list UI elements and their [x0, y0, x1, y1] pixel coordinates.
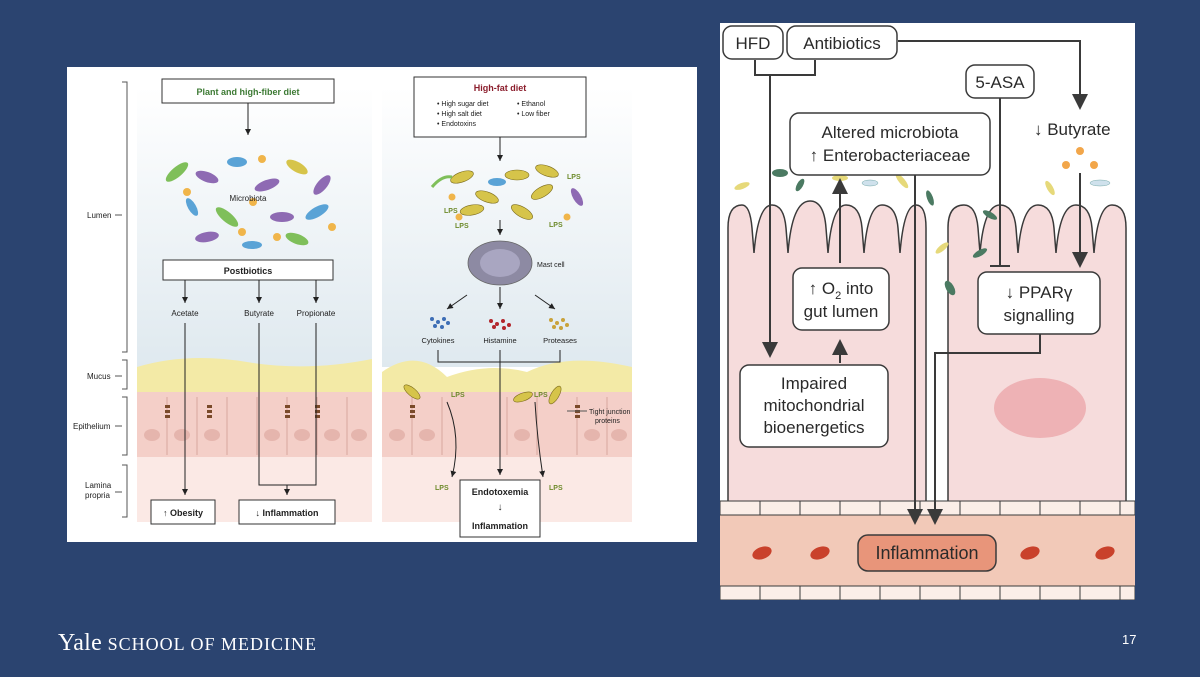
- hfd-label: HFD: [736, 34, 771, 53]
- epithelium-nuclei: [144, 429, 627, 441]
- ppar-line1: ↓ PPARγ: [1006, 283, 1073, 302]
- postbiotics-box: [162, 259, 334, 281]
- obesity-label: ↑ Obesity: [163, 508, 203, 518]
- mediator-merge-bracket: [437, 350, 561, 363]
- histamine-label: Histamine: [483, 336, 516, 345]
- epithelial-cell-right: [947, 204, 1127, 506]
- inflammation-down-label: ↓ Inflammation: [255, 508, 318, 518]
- altered-microbiota-box: [789, 112, 991, 176]
- o2-line1: ↑ O2 into: [809, 279, 874, 302]
- cell-nucleus: [994, 378, 1086, 438]
- hfd-box: [722, 25, 784, 60]
- diet-item-low-fiber: • Low fiber: [517, 111, 550, 118]
- o2-line2: gut lumen: [804, 302, 879, 321]
- mastcell-arrows: [446, 287, 556, 310]
- mucus-layer-right: [382, 360, 632, 392]
- ppar-box: [977, 271, 1101, 335]
- inflammation-up-label: Inflammation: [472, 521, 528, 531]
- scfa-arrows: [182, 323, 317, 495]
- slide-number: 17: [1122, 632, 1137, 647]
- inflammation-label: Inflammation: [875, 543, 978, 563]
- endotoxemia-arrow-glyph: ↓: [498, 502, 503, 513]
- plant-diet-label: Plant and high-fiber diet: [197, 87, 300, 97]
- microbiota-label: Microbiota: [230, 194, 267, 203]
- vessel-wall-ticks: [759, 501, 1121, 600]
- lps-label-left: LPS: [444, 208, 458, 215]
- five-asa-box: [965, 64, 1035, 99]
- cytokines-label: Cytokines: [422, 336, 455, 345]
- brand-yale: Yale: [58, 630, 103, 656]
- pathway-arrows: [754, 40, 1088, 525]
- postbiotics-split-arrows: [182, 280, 319, 303]
- label-epithelium: Epithelium: [73, 422, 111, 431]
- antibiotics-box: [786, 25, 898, 60]
- obesity-box: [150, 499, 216, 525]
- butyrate-label: Butyrate: [244, 309, 274, 318]
- tight-junction-label: Tight junction: [589, 409, 630, 416]
- left-diagram: Lumen Mucus Epithelium Lamina propria Pl…: [73, 76, 632, 538]
- epithelium-left: [137, 392, 372, 457]
- mast-cell-label: Mast cell: [537, 262, 565, 269]
- five-asa-label: 5-ASA: [975, 73, 1025, 92]
- mediator-dots: [430, 317, 569, 330]
- lumen-bg-left: [137, 87, 372, 367]
- label-lamina: Lamina: [85, 481, 112, 490]
- lps-label-right: LPS: [549, 222, 563, 229]
- high-fat-diet-title: High-fat diet: [474, 83, 527, 93]
- diet-item-endotoxins: • Endotoxins: [437, 121, 477, 128]
- impaired-line2: mitochondrial: [763, 396, 864, 415]
- mast-cell-inner: [480, 249, 520, 277]
- ppar-line2: signalling: [1004, 306, 1075, 325]
- postbiotics-label: Postbiotics: [224, 266, 273, 276]
- diet-item-salt: • High salt diet: [437, 111, 482, 118]
- right-figure-panel: HFD Antibiotics 5-ASA ↓ Butyrate Altered…: [719, 23, 1136, 601]
- yale-brand: Yale SCHOOL OF MEDICINE: [58, 630, 317, 657]
- region-bracket: [115, 81, 128, 518]
- lps-translocation-arrows: [446, 401, 546, 478]
- lps-lamina-left: LPS: [435, 485, 449, 492]
- endotoxemia-label: Endotoxemia: [472, 487, 530, 497]
- plant-diet-box: [161, 78, 335, 104]
- impaired-line3: bioenergetics: [763, 418, 864, 437]
- inflammation-box: [857, 534, 997, 572]
- right-diagram: HFD Antibiotics 5-ASA ↓ Butyrate Altered…: [719, 25, 1136, 601]
- inflammation-down-box: [238, 499, 336, 525]
- butyrate-label: ↓ Butyrate: [1034, 120, 1111, 139]
- microbiota-cluster: [165, 155, 336, 249]
- red-blood-cells: [752, 546, 1115, 560]
- high-fat-diet-box: [413, 76, 587, 138]
- altered-microbiota-line2: ↑ Enterobacteriaceae: [810, 146, 971, 165]
- lps-epi-left: LPS: [451, 392, 465, 399]
- butyrate-dots: [1062, 147, 1098, 169]
- lps-lamina-right: LPS: [549, 485, 563, 492]
- propionate-label: Propionate: [297, 309, 336, 318]
- brand-school: SCHOOL OF MEDICINE: [102, 634, 317, 654]
- altered-microbiota-line1: Altered microbiota: [821, 123, 959, 142]
- impaired-box: [739, 364, 889, 448]
- tight-junction-label-2: proteins: [595, 418, 620, 425]
- antibiotics-label: Antibiotics: [803, 34, 880, 53]
- impaired-line1: Impaired: [781, 374, 847, 393]
- right-microbiota: [734, 169, 1111, 296]
- label-mucus: Mucus: [87, 372, 111, 381]
- epithelial-cell-left: [727, 200, 927, 506]
- vessel-wall-top: [719, 500, 1136, 516]
- acetate-label: Acetate: [171, 309, 199, 318]
- lps-label-top: LPS: [567, 174, 581, 181]
- left-figure-panel: Lumen Mucus Epithelium Lamina propria Pl…: [67, 67, 697, 542]
- o2-box: [792, 267, 890, 331]
- diet-item-ethanol: • Ethanol: [517, 101, 546, 108]
- lps-epi-right: LPS: [534, 392, 548, 399]
- label-propria: propria: [85, 491, 110, 500]
- mucus-layer-left: [137, 358, 372, 392]
- epithelial-lps-bacteria: [403, 384, 562, 405]
- endotoxemia-box: [459, 479, 541, 538]
- label-lumen: Lumen: [87, 211, 111, 220]
- diet-item-sugar: • High sugar diet: [437, 101, 489, 108]
- lps-bacteria-cluster: [430, 164, 584, 221]
- lps-label-mid: LPS: [455, 223, 469, 230]
- vessel-wall-bottom: [719, 585, 1136, 601]
- proteases-label: Proteases: [543, 336, 577, 345]
